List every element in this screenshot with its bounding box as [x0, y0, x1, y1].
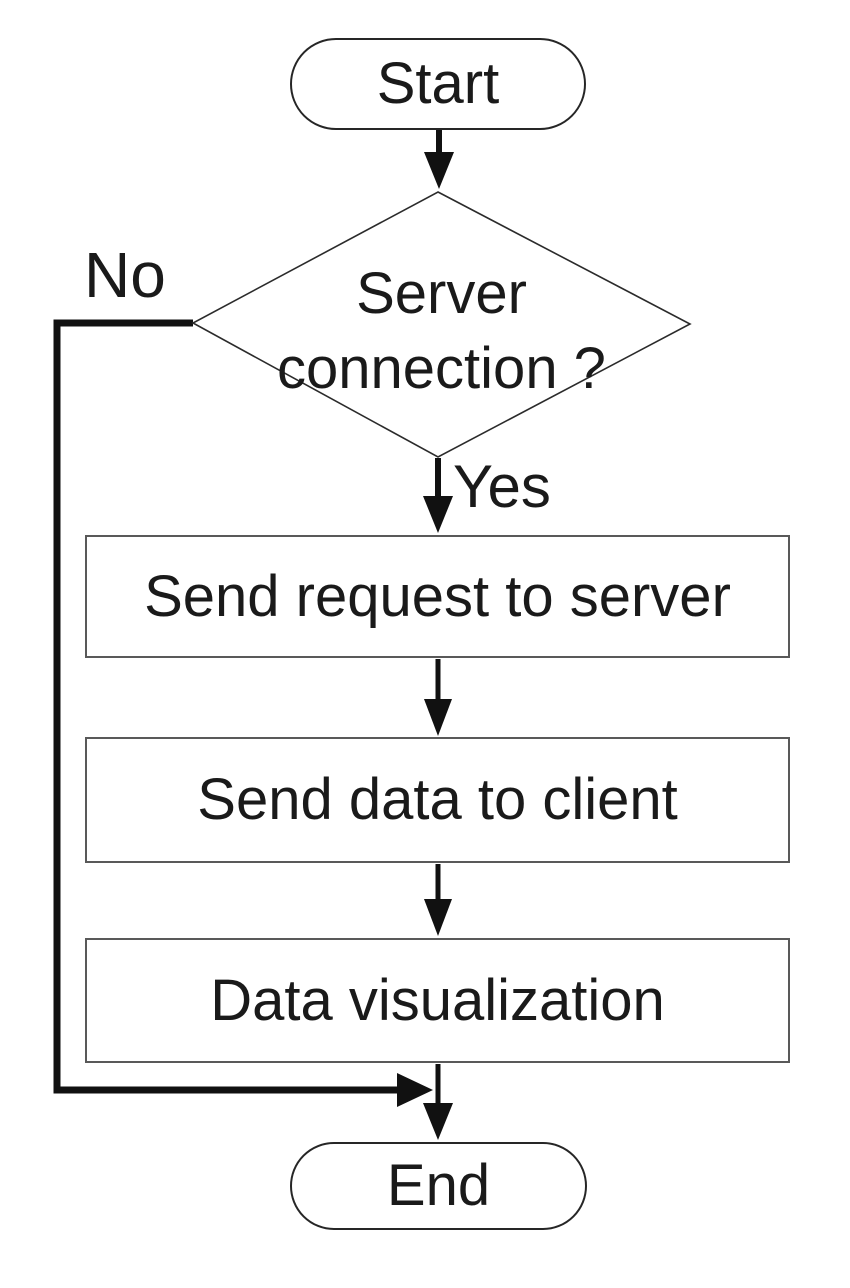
edge-step2-to-step3 — [424, 864, 452, 936]
no-branch-line — [53, 319, 399, 1094]
edge-step3-to-end — [423, 1064, 453, 1140]
no-edge-label: No — [84, 239, 166, 311]
edge-start-to-decision — [424, 130, 454, 189]
process-node-label: Send data to client — [197, 767, 678, 833]
process-node-data-visualization: Data visualization — [85, 938, 790, 1063]
arrowhead-down-icon — [423, 1103, 453, 1140]
process-node-label: Data visualization — [210, 967, 665, 1033]
decision-label-line1: Server — [356, 261, 527, 327]
process-node-label: Send request to server — [144, 563, 731, 629]
arrowhead-down-icon — [423, 496, 453, 533]
edge-decision-to-step1 — [423, 458, 453, 533]
yes-edge-label: Yes — [453, 453, 551, 520]
arrowhead-right-icon — [397, 1073, 433, 1107]
edge-step1-to-step2 — [424, 659, 452, 736]
edge-no-branch — [53, 319, 433, 1107]
start-node-label: Start — [376, 51, 500, 117]
start-node: Start — [290, 38, 586, 130]
decision-label-line2: connection ? — [277, 335, 606, 401]
arrowhead-down-icon — [424, 899, 452, 936]
end-node-label: End — [386, 1153, 491, 1219]
arrowhead-down-icon — [424, 152, 454, 189]
decision-node-label: Server connection ? — [193, 192, 690, 457]
arrowhead-down-icon — [424, 699, 452, 736]
process-node-send-data: Send data to client — [85, 737, 790, 863]
decision-diamond-shape — [191, 191, 692, 458]
end-node: End — [290, 1142, 587, 1230]
process-node-send-request: Send request to server — [85, 535, 790, 658]
